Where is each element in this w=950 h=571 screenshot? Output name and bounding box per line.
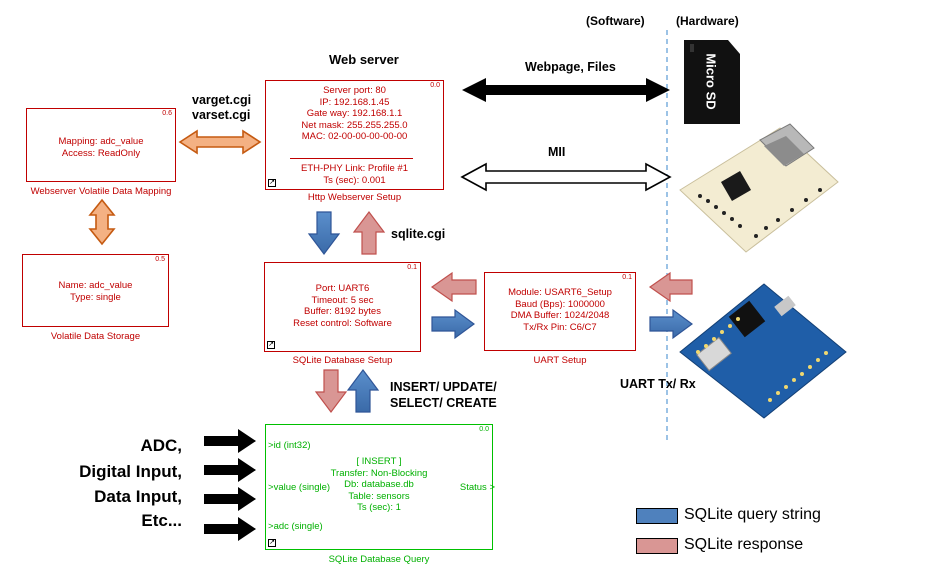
uart-setup-caption: UART Setup <box>533 355 587 366</box>
query-right-arrow-1 <box>431 308 476 340</box>
http-webserver-caption: Http Webserver Setup <box>307 192 402 203</box>
sqlite-setup-line: Buffer: 8192 bytes <box>304 306 381 317</box>
uart-line: Tx/Rx Pin: C6/C7 <box>523 321 597 333</box>
insert-update-label: INSERT/ UPDATE/ <box>390 380 497 394</box>
sqlite-setup-caption: SQLite Database Setup <box>292 355 393 366</box>
software-header: (Software) <box>586 14 645 28</box>
sqlite-setup-line: Timeout: 5 sec <box>311 294 374 306</box>
response-up-arrow-1 <box>352 211 386 255</box>
uart-line: Module: USART6_Setup <box>508 287 612 298</box>
webserver-title: Web server <box>329 52 399 67</box>
varget-varset-arrow <box>178 129 262 155</box>
query-line: Ts (sec): 1 <box>357 502 401 513</box>
http-line: IP: 192.168.1.45 <box>319 96 390 108</box>
webpage-files-label: Webpage, Files <box>525 60 616 74</box>
query-line: Db: database.db <box>344 479 414 490</box>
webpage-files-arrow <box>462 78 670 102</box>
input-label-adc: ADC, <box>140 436 182 455</box>
input-port-value[interactable]: >value (single) <box>268 482 331 493</box>
query-line: [ INSERT ] <box>356 456 402 467</box>
select-create-label: SELECT/ CREATE <box>390 396 497 410</box>
storage-line: Name: adc_value <box>58 280 133 291</box>
block-number: 0.1 <box>407 264 417 271</box>
input-arrow-4 <box>204 517 256 541</box>
legend-swatch-response <box>636 538 678 554</box>
block-number: 0.0 <box>479 426 489 433</box>
block-link-icon: ↗ <box>268 539 276 547</box>
ethernet-board-icon <box>679 123 839 253</box>
http-line: Server port: 80 <box>323 85 386 96</box>
mapping-line: Mapping: adc_value <box>58 136 144 147</box>
block-link-icon: ↗ <box>267 341 275 349</box>
query-right-arrow-2 <box>649 308 694 340</box>
query-line: Table: sensors <box>348 490 410 502</box>
sqlite-cgi-label: sqlite.cgi <box>391 227 446 241</box>
http-line: Net mask: 255.255.255.0 <box>301 119 408 131</box>
sqlite-setup-line: Reset control: Software <box>293 317 392 329</box>
micro-sd-card-icon <box>684 40 740 124</box>
uart-setup-block[interactable]: 0.1 Module: USART6_Setup Baud (Bps): 100… <box>484 272 636 351</box>
uart-line: DMA Buffer: 1024/2048 <box>510 310 610 321</box>
http-line: Gate way: 192.168.1.1 <box>306 108 403 119</box>
legend-swatch-query <box>636 508 678 524</box>
block-link-icon: ↗ <box>268 179 276 187</box>
input-port-adc[interactable]: >adc (single) <box>268 521 323 532</box>
http-line: ETH-PHY Link: Profile #1 <box>300 163 408 174</box>
mapping-storage-arrow <box>88 198 116 246</box>
query-up-arrow-2 <box>346 369 380 413</box>
response-left-arrow-2 <box>648 271 693 303</box>
varset-label: varset.cgi <box>192 108 251 122</box>
input-label-digital: Digital Input, <box>79 462 182 481</box>
output-port-status[interactable]: Status > <box>459 482 495 493</box>
legend-label-response: SQLite response <box>684 536 804 553</box>
input-label-etc: Etc... <box>141 511 182 530</box>
mapping-line: Access: ReadOnly <box>61 147 141 159</box>
query-down-arrow-1 <box>307 211 341 255</box>
block-number: 0.1 <box>622 274 632 281</box>
micro-sd-label: Micro SD <box>703 53 719 110</box>
http-divider <box>290 158 413 159</box>
query-line: Transfer: Non-Blocking <box>330 467 428 479</box>
sqlite-setup-line: Port: UART6 <box>315 283 370 294</box>
microcontroller-board-icon <box>679 283 847 419</box>
http-webserver-block[interactable]: 0.0 Server port: 80 IP: 192.168.1.45 Gat… <box>265 80 444 190</box>
data-storage-caption: Volatile Data Storage <box>50 331 141 342</box>
input-arrow-2 <box>204 458 256 482</box>
input-arrow-1 <box>204 429 256 453</box>
block-number: 0.0 <box>430 82 440 89</box>
data-mapping-caption: Webserver Volatile Data Mapping <box>30 186 172 197</box>
legend-label-query: SQLite query string <box>684 506 821 523</box>
sqlite-query-block[interactable]: 0.0 [ INSERT ] Transfer: Non-Blocking Db… <box>265 424 495 550</box>
sqlite-setup-block[interactable]: 0.1 Port: UART6 Timeout: 5 sec Buffer: 8… <box>264 262 421 352</box>
hardware-header: (Hardware) <box>676 14 739 28</box>
mii-arrow <box>460 162 672 192</box>
varget-label: varget.cgi <box>192 93 252 107</box>
response-left-arrow-1 <box>430 271 477 303</box>
uart-line: Baud (Bps): 1000000 <box>515 298 605 310</box>
input-arrow-3 <box>204 487 256 511</box>
mii-label: MII <box>548 145 566 159</box>
http-line: Ts (sec): 0.001 <box>323 174 386 186</box>
data-mapping-block[interactable]: 0.6 Mapping: adc_value Access: ReadOnly <box>26 108 176 182</box>
storage-line: Type: single <box>70 291 121 303</box>
input-port-id[interactable]: >id (int32) <box>268 440 311 451</box>
sqlite-query-caption: SQLite Database Query <box>328 554 430 565</box>
uart-txrx-label: UART Tx/ Rx <box>620 377 696 391</box>
block-number: 0.5 <box>155 256 165 263</box>
block-number: 0.6 <box>162 110 172 117</box>
http-line: MAC: 02-00-00-00-00-00 <box>301 131 408 142</box>
response-down-arrow-2 <box>314 369 348 413</box>
data-storage-block[interactable]: 0.5 Name: adc_value Type: single <box>22 254 169 327</box>
input-label-data: Data Input, <box>94 487 182 506</box>
